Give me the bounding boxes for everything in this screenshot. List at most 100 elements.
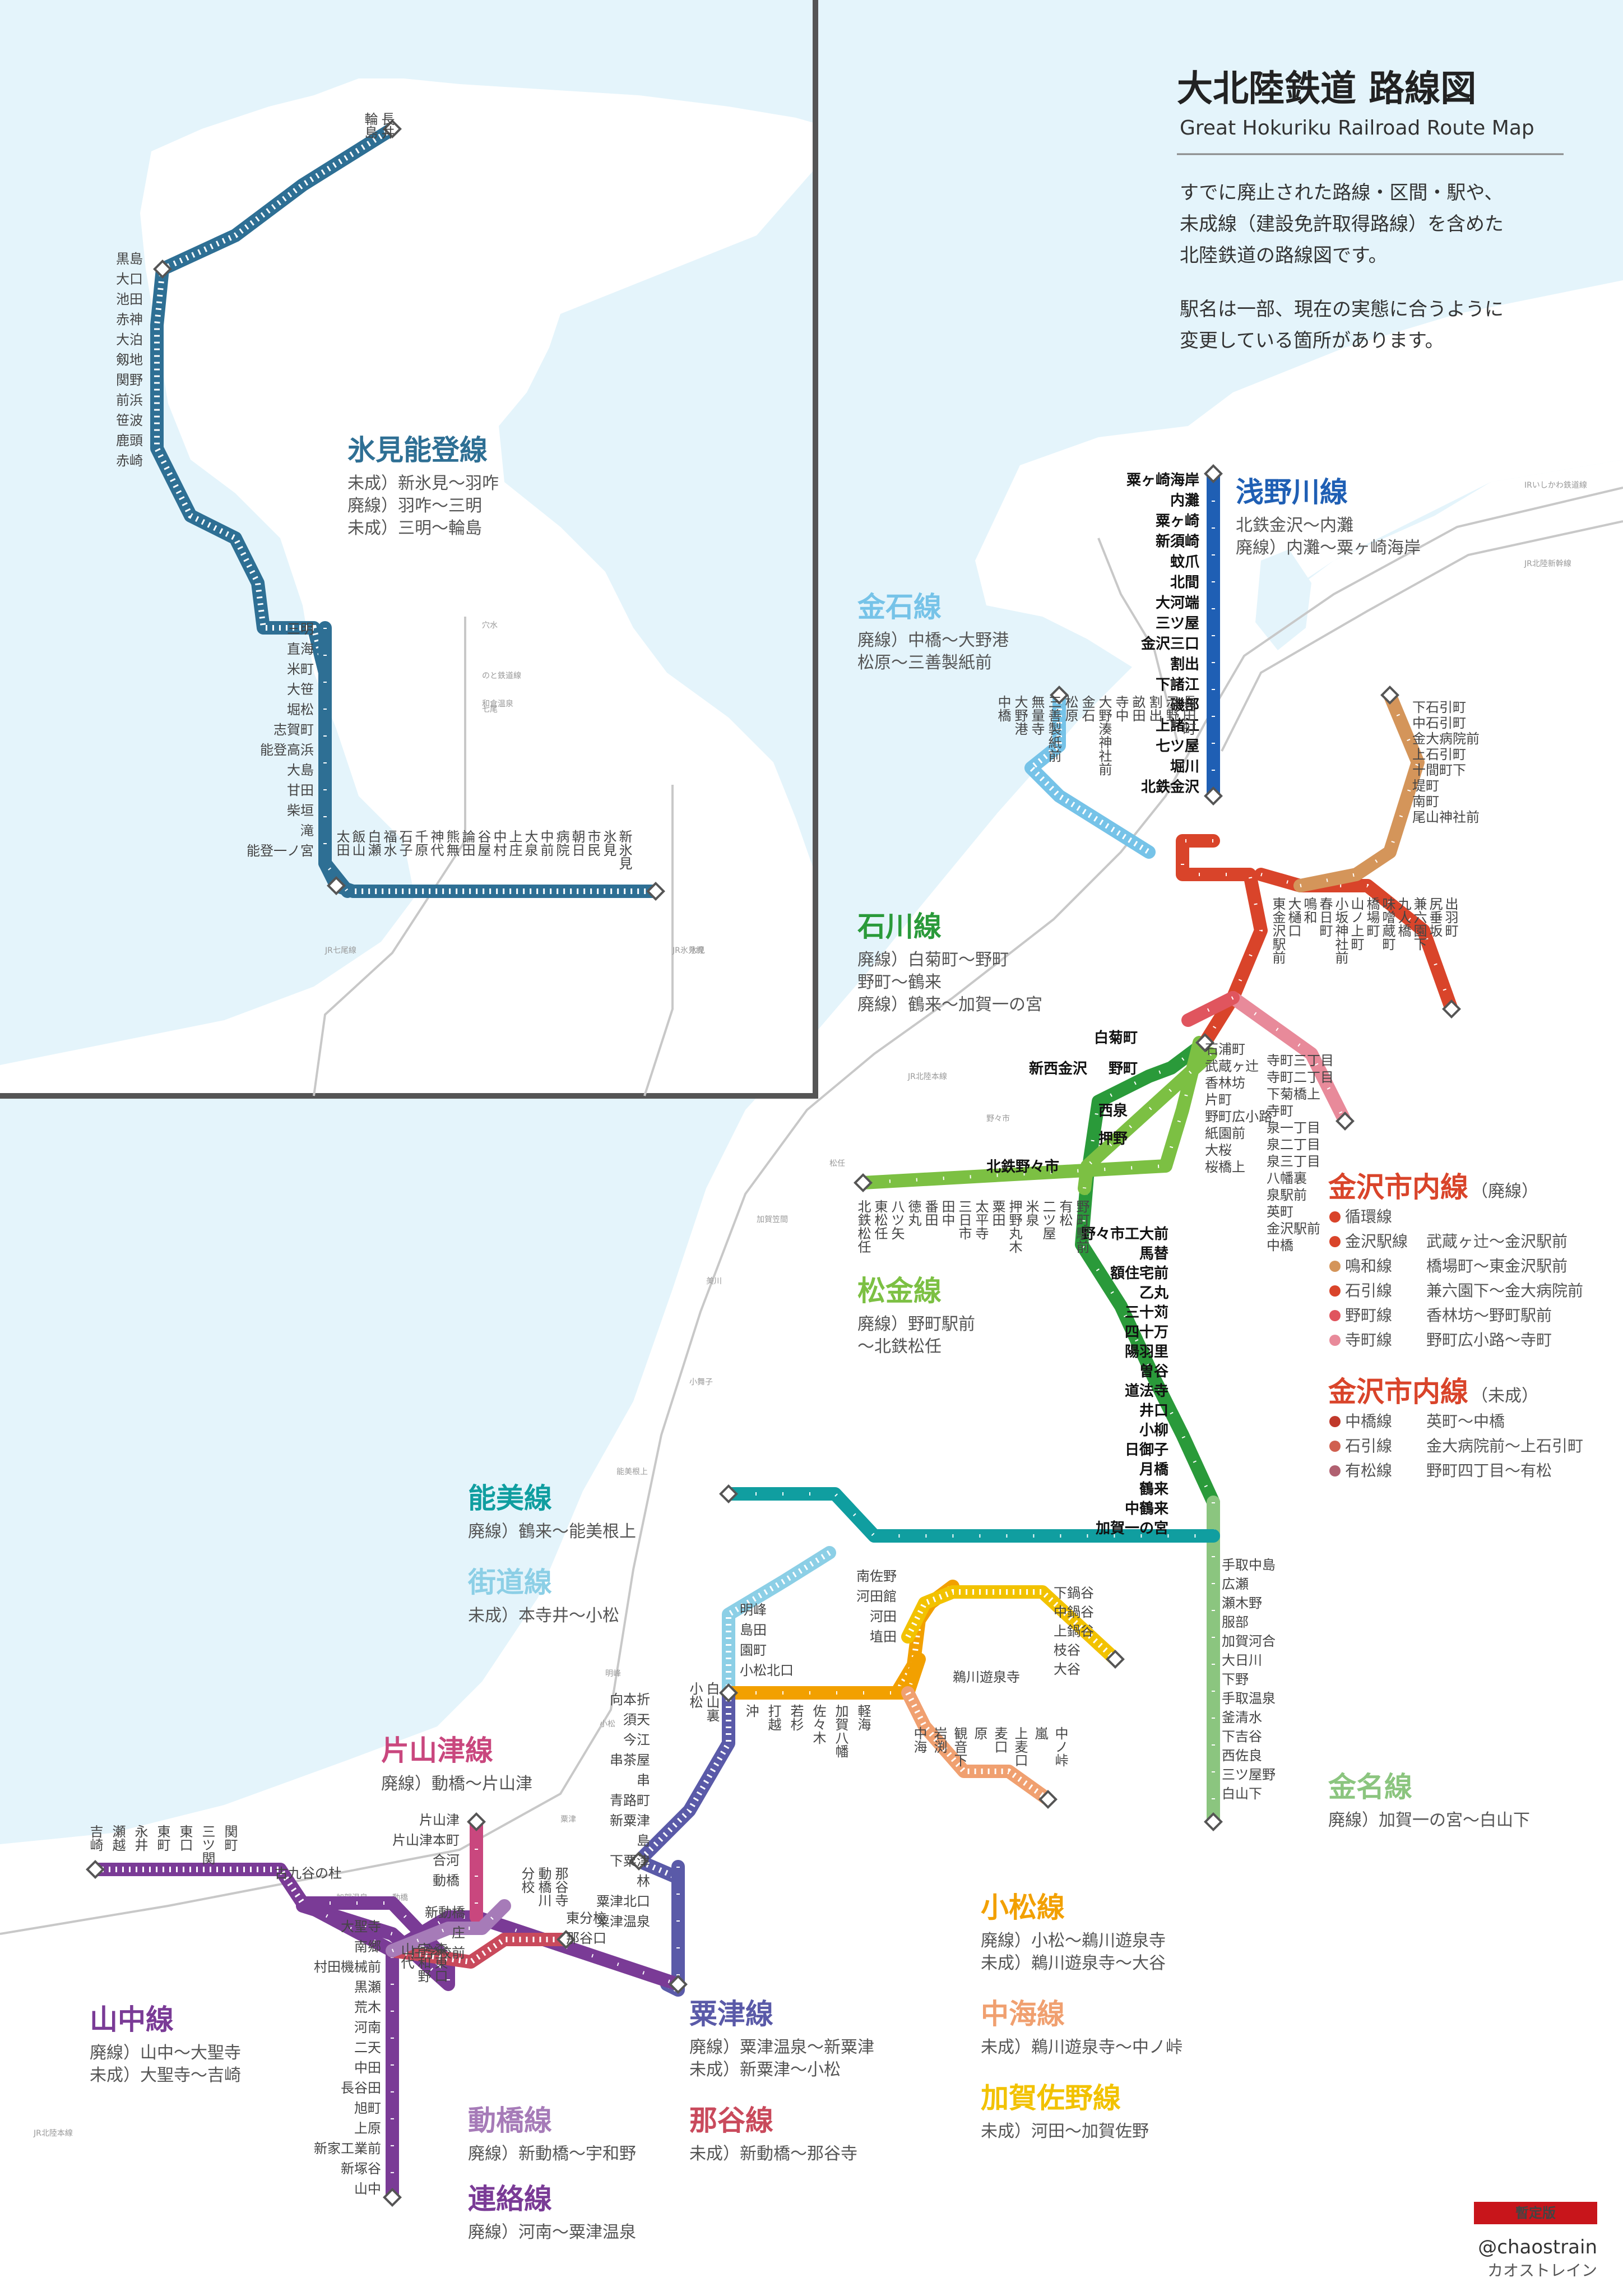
line-name-16: 氷見能登線: [347, 434, 488, 466]
st-yamanaka-0: 大聖寺: [341, 1919, 381, 1934]
city-legend-name-2-0: 中橋線: [1345, 1412, 1392, 1431]
jr-label-8: 美川: [706, 1277, 722, 1286]
st-matsukane-0: 北鉄松任: [855, 1200, 871, 1253]
st-komatsu-b-4: 加賀八幡: [833, 1704, 848, 1758]
st-awazu-4: 串: [637, 1772, 650, 1788]
st-city-d-11: 中橋: [1267, 1238, 1293, 1253]
st-city-a-11: 出羽町: [1443, 897, 1458, 937]
st-komatsu-b-5: 軽海: [855, 1704, 871, 1731]
jr-label-1: JR北陸新幹線: [1524, 559, 1571, 568]
terminal-8: [1038, 1790, 1058, 1809]
st-himi-c-2: 米町: [287, 661, 314, 677]
st-himi-d-0: 太田: [334, 830, 350, 857]
st-katayamazu-0: 片山津: [419, 1812, 460, 1828]
jr-label-0: IRいしかわ鉄道線: [1524, 481, 1587, 490]
st-kinmei-0: 手取中島: [1222, 1557, 1276, 1573]
st-kinmei-8: 釜清水: [1222, 1710, 1262, 1725]
st-nomi-s-1: 河田館: [856, 1589, 897, 1604]
st-city-a-0: 東金沢駅前: [1270, 897, 1286, 964]
st-himi-c-4: 堀松: [287, 702, 314, 718]
city-legend-range-1-3: 兼六園下〜金大病院前: [1426, 1281, 1583, 1300]
st-city-a-5: 山ノ上町: [1348, 897, 1364, 951]
st-awazu-1: 須天: [623, 1712, 650, 1728]
st-himi-d-14: 病院: [554, 830, 569, 857]
st-himi-d-18: 新氷見: [616, 830, 632, 870]
st-nakami-7: 中ノ峠: [1052, 1726, 1068, 1767]
st-nata-2: 庄学校前: [411, 1945, 465, 1961]
city-nomachi: [1181, 991, 1240, 1027]
city-legend-dot-1-2: [1329, 1261, 1341, 1272]
st-kanaiwa-1: 大野港: [1012, 695, 1028, 735]
line-name-10: 粟津線: [689, 1998, 773, 2030]
city-legend-dot-1-1: [1329, 1236, 1341, 1247]
st-himi-d-10: 中村: [491, 830, 507, 857]
city-legend-title-2: 金沢市内線: [1328, 1376, 1468, 1408]
st-awazu-9: 林: [637, 1873, 650, 1889]
st-komatsu-b-3: 佐々木: [810, 1704, 826, 1744]
line-sub-2-0: 廃線）白菊町〜野町: [857, 950, 1009, 970]
st-kanaiwa-6: 大野湊神社前: [1096, 695, 1112, 776]
st-yamanaka-4: 荒木: [354, 1999, 381, 2015]
city-legend-range-1-2: 橋場町〜東金沢駅前: [1426, 1257, 1568, 1275]
line-name-15: 金名線: [1328, 1771, 1412, 1803]
st-yamanaka-b-1: 宇和野: [415, 1942, 431, 1983]
st-nata-0: 新動橋: [425, 1905, 465, 1920]
st-himi-d-4: 石子: [397, 830, 412, 857]
st-city-d-2: 下菊橋上: [1267, 1086, 1320, 1102]
line-sub-3-0: 廃線）野町駅前: [857, 1314, 975, 1334]
st-city-a-1: 大樋口: [1286, 897, 1301, 937]
terminal-5: [719, 1484, 738, 1503]
st-awazu-6: 新粟津: [610, 1813, 650, 1829]
st-kanaiwa-3: 三善製紙前: [1046, 695, 1061, 762]
st-awazu-10: 粟津北口: [596, 1894, 650, 1909]
st-himi-d-15: 朝日: [569, 830, 585, 857]
line-sub-0-1: 廃線）内灘〜粟ヶ崎海岸: [1236, 538, 1421, 558]
st-ishikawa-b-8: 道法寺: [1125, 1382, 1168, 1400]
st-nata-c-1: 動橋川: [536, 1867, 551, 1907]
line-sub-2-1: 野町〜鶴来: [857, 973, 942, 992]
line-sub-16-2: 未成）三明〜輪島: [347, 519, 482, 538]
st-asanogawa-14: 堀川: [1170, 758, 1199, 775]
inset-border: [0, 0, 818, 1099]
himi-line-dash: [154, 126, 656, 894]
st-city-c-0: 石浦町: [1205, 1041, 1245, 1057]
st-matsukane-10: 米泉: [1023, 1200, 1039, 1226]
st-city-d-9: 英町: [1267, 1204, 1293, 1220]
st-nomachi-0: 野町: [1109, 1061, 1138, 1077]
st-himi-b-7: 前浜: [116, 392, 143, 408]
st-city-d-10: 金沢駅前: [1267, 1221, 1320, 1237]
line-sub-3-1: 〜北鉄松任: [857, 1337, 942, 1357]
st-ishikawa-b-5: 四十万: [1125, 1324, 1168, 1341]
line-sub-4-0: 廃線）鶴来〜能美根上: [468, 1522, 636, 1542]
st-katayamazu-1: 片山津本町: [392, 1832, 460, 1848]
city-legend-dot-1-0: [1329, 1211, 1341, 1223]
st-kanaiwa-0: 中橋: [995, 695, 1011, 722]
st-city-b-1: 中石引町: [1412, 715, 1466, 731]
city-legend-name-2-2: 有松線: [1345, 1461, 1392, 1480]
st-yamanaka-9: 旭町: [354, 2100, 381, 2116]
intro-line-2: 北陸鉄道の路線図です。: [1180, 244, 1388, 267]
komatsu-line-dash: [729, 1584, 954, 1696]
jr-label-17: 穴水: [482, 621, 498, 630]
st-asanogawa-5: 北間: [1170, 575, 1199, 591]
st-matsukane-13: 野町駅前: [1074, 1200, 1089, 1253]
st-yamanaka-ext-2: 永井: [132, 1825, 148, 1851]
st-city-c-4: 野町広小路: [1205, 1109, 1272, 1124]
st-city-a-3: 春日町: [1317, 897, 1333, 937]
line-name-14: 加賀佐野線: [981, 2082, 1121, 2114]
line-name-3: 松金線: [857, 1275, 942, 1307]
terminal-9: [719, 1683, 738, 1702]
st-ishikawa-b-14: 中鶴来: [1125, 1500, 1169, 1517]
st-nomi-s-3: 埴田: [870, 1629, 897, 1645]
inset-land: [0, 78, 815, 1096]
st-kinmei-3: 服部: [1222, 1614, 1249, 1630]
st-nata-1: 庄: [452, 1925, 465, 1941]
line-name-2: 石川線: [857, 910, 942, 943]
st-himi-d-16: 市民: [585, 830, 601, 857]
st-yamanaka-3: 黒瀬: [354, 1979, 381, 1995]
st-himi-b-6: 関野: [116, 372, 143, 388]
st-kinmei-5: 大日川: [1222, 1652, 1262, 1668]
st-kokutani: 古九谷の杜: [275, 1866, 342, 1881]
st-himi-c-0: 三明: [287, 621, 314, 637]
st-ishikawa-b-13: 鶴来: [1139, 1480, 1169, 1498]
